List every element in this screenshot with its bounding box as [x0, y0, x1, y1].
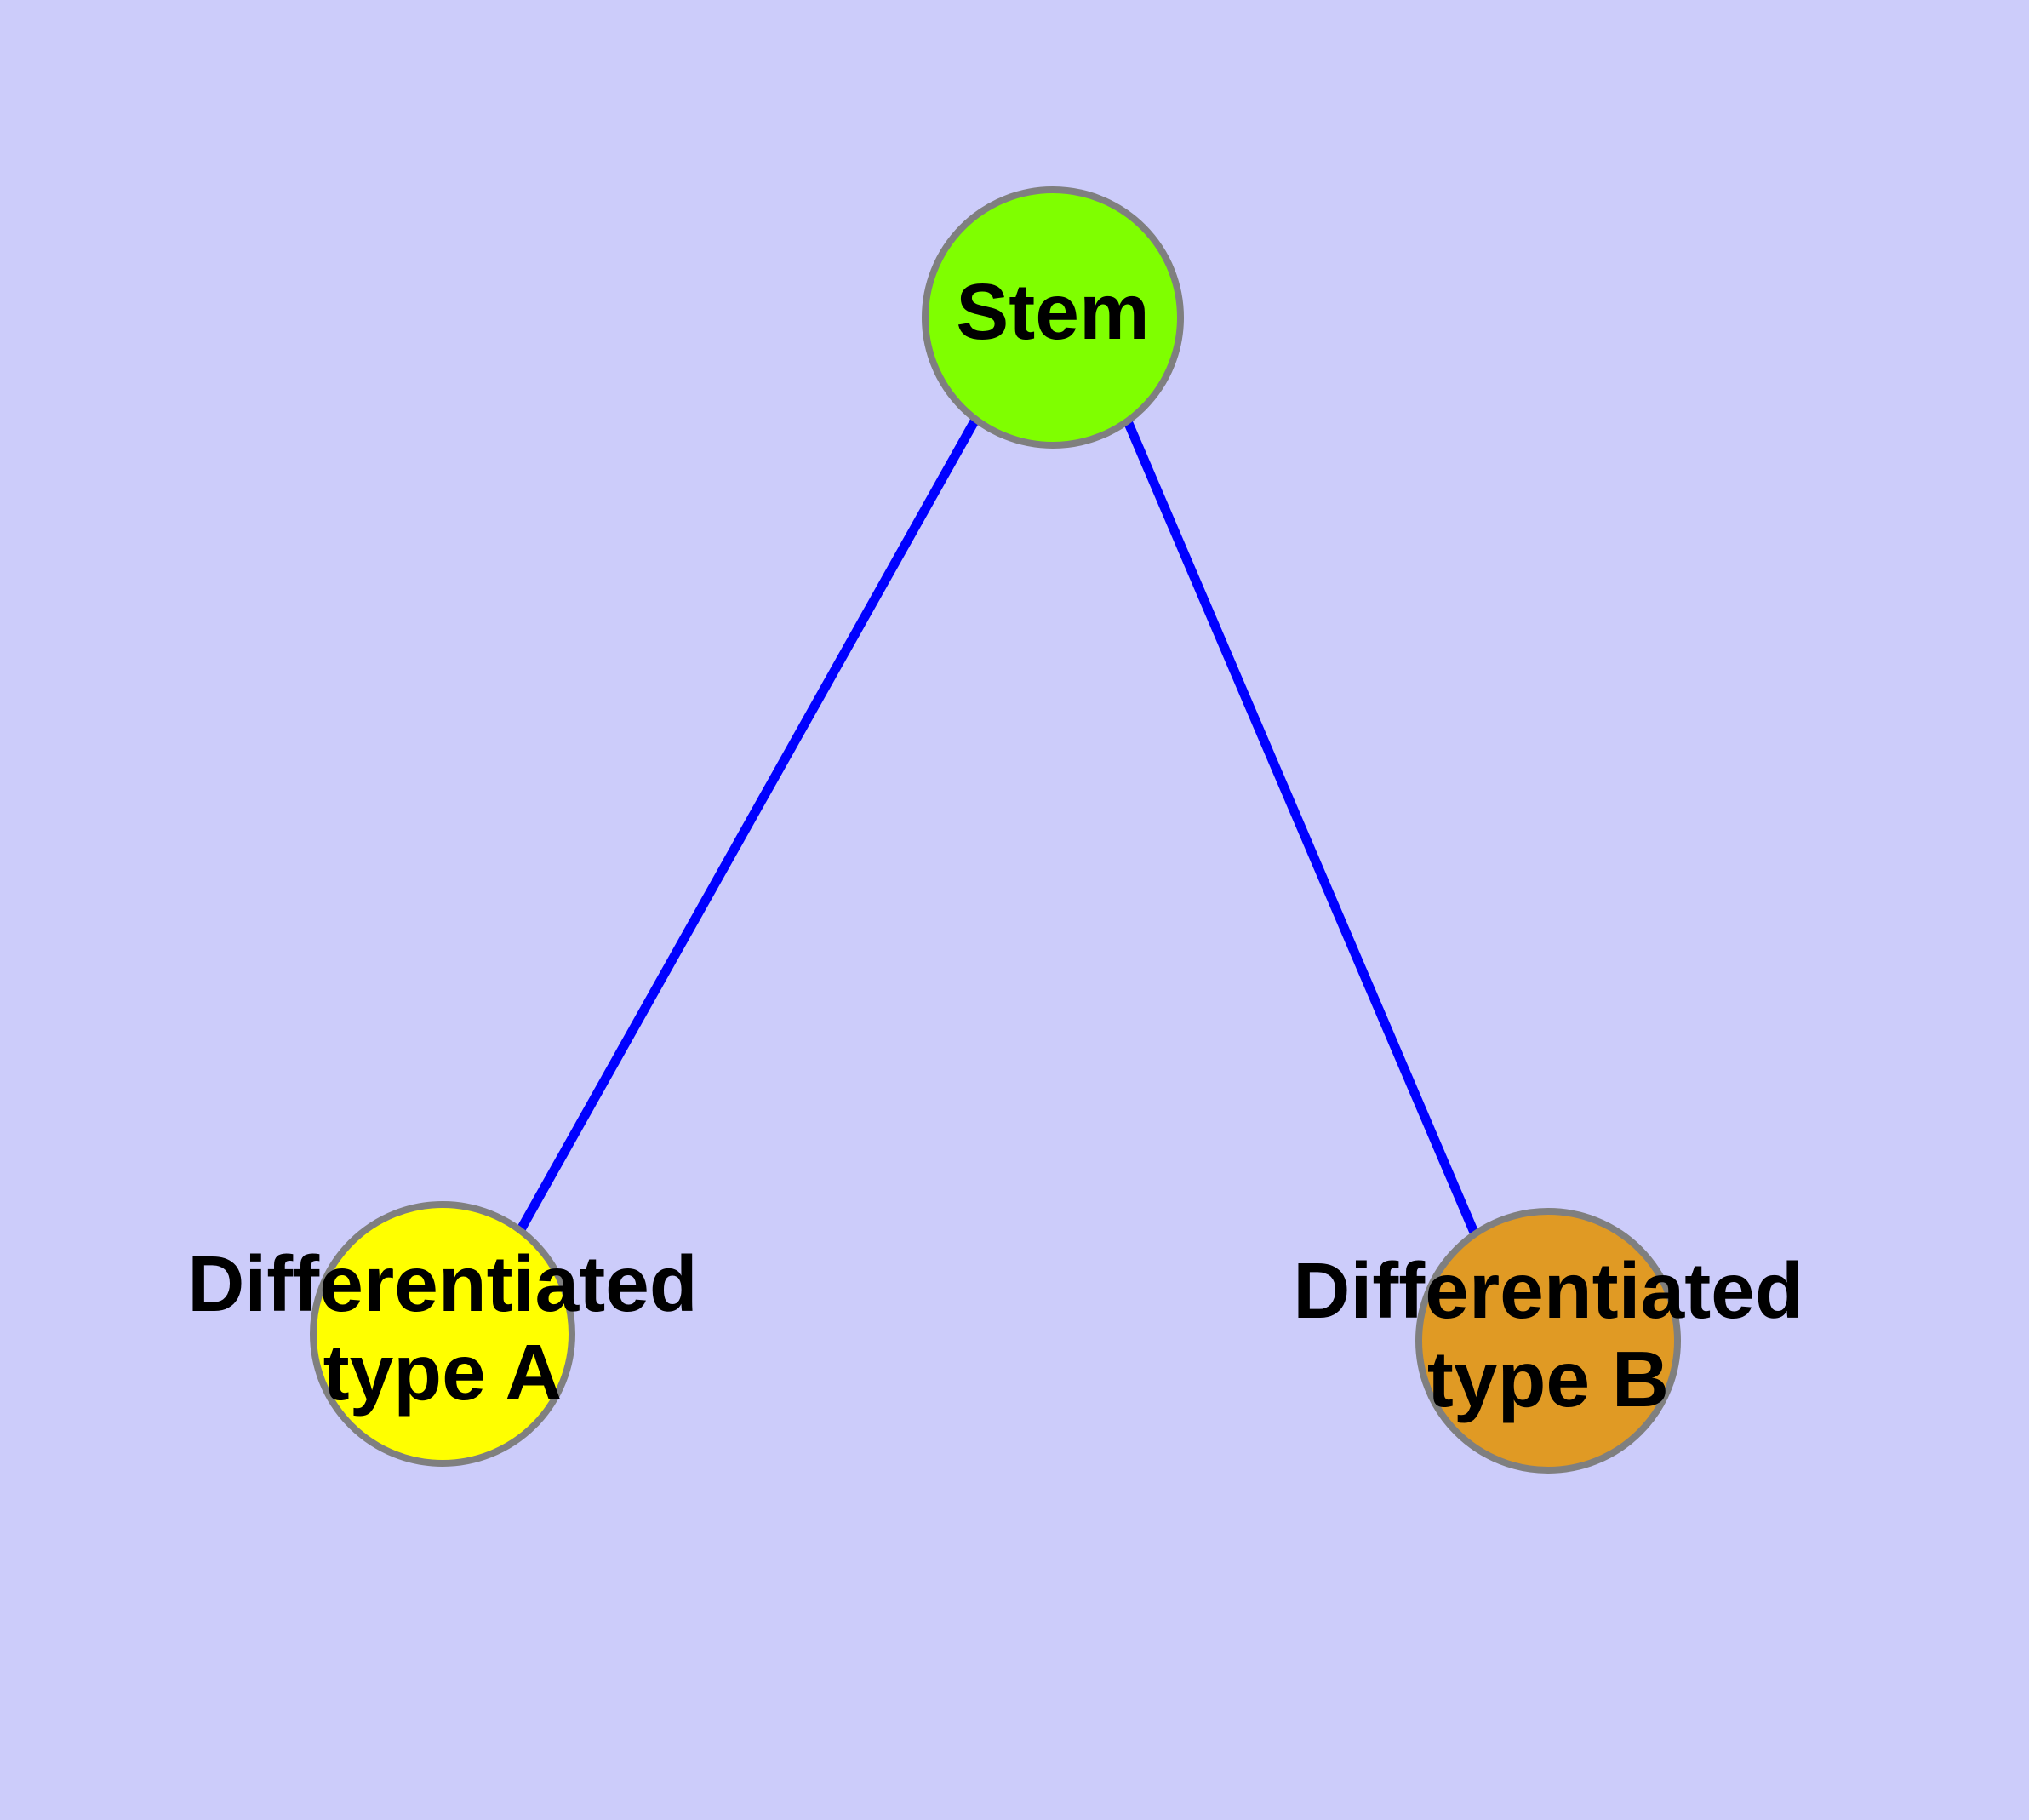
node-label-line: Differentiated [1293, 1246, 1803, 1335]
node-label-line: type B [1427, 1335, 1669, 1423]
node-layer [310, 186, 1681, 1474]
node-label-line: type A [323, 1328, 563, 1417]
node-stem-circle[interactable] [922, 186, 1184, 449]
node-label-line: Stem [956, 267, 1149, 356]
edge-stem-to-diff-b[interactable] [1120, 413, 1480, 1237]
node-stem-label: Stem [956, 267, 1149, 356]
edge-stem-to-diff-a[interactable] [516, 417, 980, 1233]
node-diff-a-circle[interactable] [310, 1201, 575, 1467]
node-label-line: Differentiated [187, 1239, 697, 1328]
edge-layer [516, 413, 1480, 1237]
node-diff-b-circle[interactable] [1415, 1208, 1681, 1474]
